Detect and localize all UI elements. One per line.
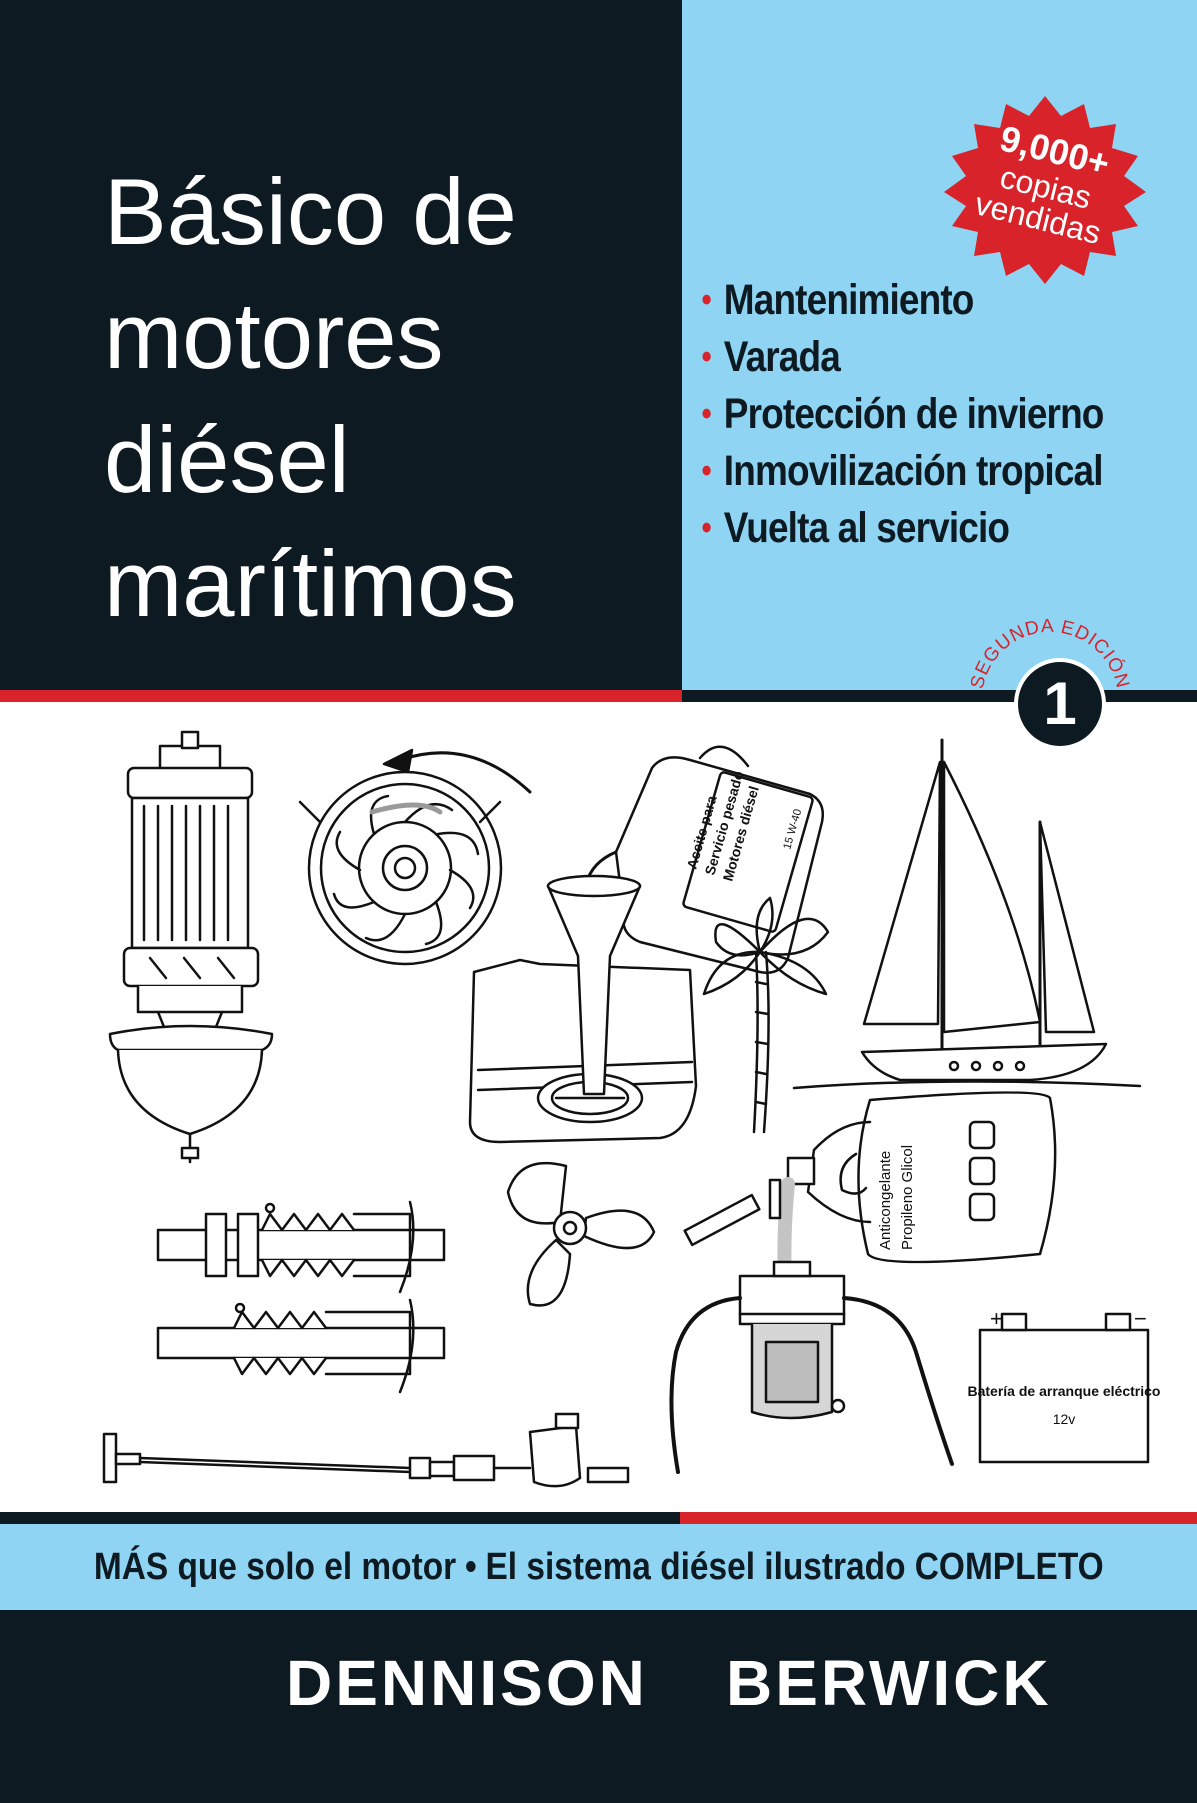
svg-text:+: + [990, 1306, 1003, 1331]
title-line: motores [104, 283, 444, 388]
tagline: MÁS que solo el motor•El sistema diésel … [0, 1524, 1197, 1610]
strainer-icon [669, 1260, 954, 1474]
bullet-icon: • [701, 509, 711, 547]
svg-text:−: − [1134, 1306, 1147, 1331]
feature-label: Varada [723, 333, 841, 381]
bullet-icon: • [701, 338, 711, 376]
title-line: marítimos [104, 531, 517, 636]
feature-item: • Vuelta al servicio [698, 500, 1104, 557]
tagline-band [0, 1524, 1197, 1610]
tagline-text: MÁS que solo el motor•El sistema diésel … [94, 1524, 1104, 1610]
tagline-part: MÁS que solo el motor [93, 1546, 456, 1588]
propeller-icon [506, 1161, 656, 1307]
sales-badge: 9,000+ copias vendidas [944, 96, 1146, 284]
bullet-icon: • [701, 395, 711, 433]
battery-label: Batería de arranque eléctrico [968, 1383, 1161, 1399]
edition-circle [1014, 658, 1106, 750]
fuel-filter-icon [108, 730, 274, 1164]
author-last-name: BERWICK [726, 1647, 1052, 1719]
antifreeze-jug-icon: Anticongelante Propileno Glicol [683, 1091, 1057, 1309]
illustrations: Aceite para Servicio pesado Motores diés… [102, 730, 1161, 1488]
funnel-icon [468, 874, 698, 1144]
shaft-seal-icon [156, 1200, 446, 1394]
features-panel [682, 0, 1197, 690]
antifreeze-label: Propileno Glicol [899, 1145, 916, 1250]
battery-icon: + − Batería de arranque eléctrico 12v [968, 1306, 1161, 1464]
title-panel [0, 0, 682, 690]
feature-item: • Protección de invierno [698, 386, 1104, 443]
edition-badge: SEGUNDA EDICIÓN 1 [967, 616, 1132, 750]
divider-bar-red [0, 690, 682, 702]
book-title: Básico de motores diésel marítimos [104, 150, 664, 646]
tagline-separator: • [464, 1546, 477, 1588]
author-first-name: DENNISON [286, 1647, 648, 1719]
bullet-icon: • [701, 452, 711, 490]
title-line: Básico de [104, 159, 517, 264]
starburst-icon [944, 96, 1146, 284]
sailboat-icon [792, 738, 1142, 1090]
palm-tree-icon [702, 896, 830, 1134]
feature-label: Protección de invierno [723, 390, 1105, 438]
feature-label: Vuelta al servicio [723, 504, 1010, 552]
edition-number: 1 [1043, 670, 1076, 737]
feature-item: • Varada [698, 329, 1104, 386]
author-band [0, 1610, 1197, 1803]
bullet-icon: • [701, 281, 711, 319]
feature-label: Mantenimiento [723, 276, 975, 324]
divider-bar-dark [0, 1512, 680, 1524]
battery-voltage: 12v [1053, 1411, 1076, 1427]
feature-item: • Inmovilización tropical [698, 443, 1104, 500]
antifreeze-label: Anticongelante [877, 1151, 894, 1250]
feature-label: Inmovilización tropical [723, 447, 1104, 495]
feature-item: • Mantenimiento [698, 272, 1104, 329]
water-pump-impeller-icon [298, 748, 532, 966]
bottom-divider [0, 1512, 1197, 1524]
tagline-part: El sistema diésel ilustrado COMPLETO [485, 1546, 1104, 1588]
title-line: diésel [104, 407, 350, 512]
features-list: • Mantenimiento • Varada • Protección de in… [698, 272, 1170, 557]
divider-bar-red [680, 1512, 1197, 1524]
control-cable-icon [102, 1412, 630, 1488]
